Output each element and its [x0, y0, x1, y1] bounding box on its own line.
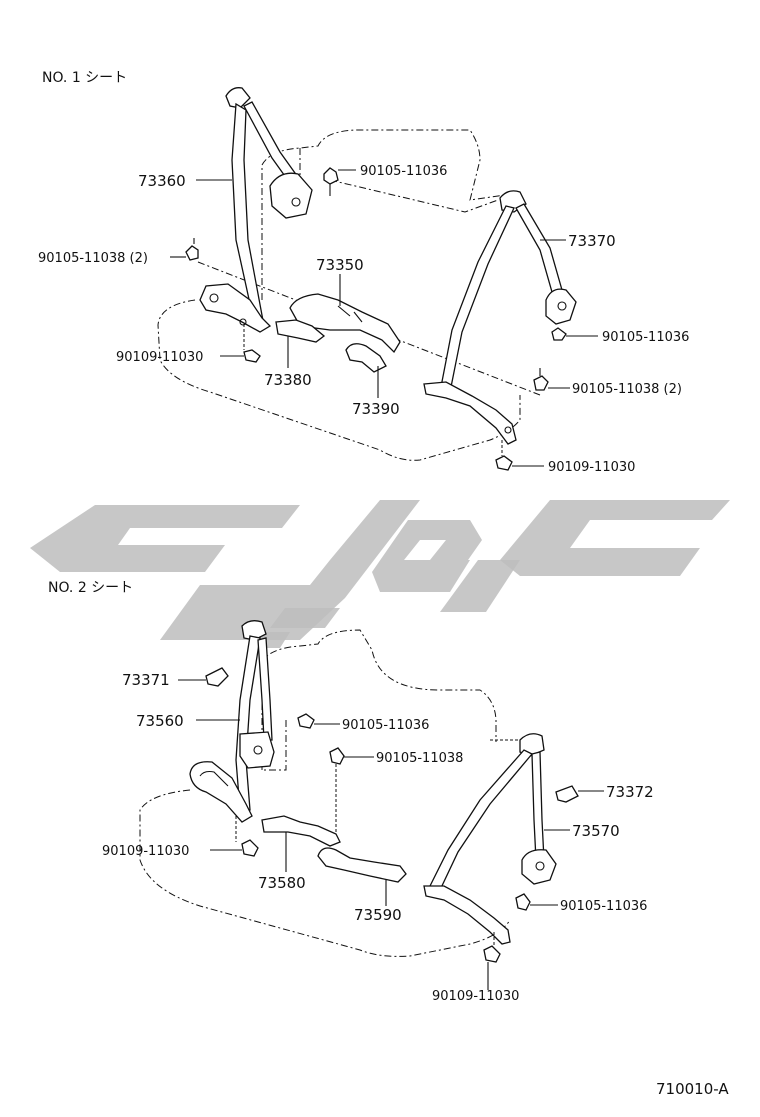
callout-90105-11036-c: 90105-11036 [342, 718, 429, 733]
seat2-center-buckles [261, 815, 407, 883]
callout-73350: 73350 [316, 256, 364, 274]
callout-90109-11030-a: 90109-11030 [116, 350, 203, 365]
seat1-belt-right [423, 190, 577, 445]
callout-90105-11038: 90105-11038 [376, 751, 463, 766]
watermark-logo [30, 500, 730, 648]
callout-90109-11030-b: 90109-11030 [548, 460, 635, 475]
callout-73570: 73570 [572, 822, 620, 840]
seat1-callouts: 73360 90105-11036 73370 90105-11038 (2) … [38, 164, 689, 475]
seat1-leaders [170, 169, 598, 467]
callout-90105-11036-b: 90105-11036 [602, 330, 689, 345]
callout-73560: 73560 [136, 712, 184, 730]
callout-73380: 73380 [264, 371, 312, 389]
seat1-belt-left [199, 87, 313, 333]
callout-73371: 73371 [122, 671, 170, 689]
callout-90105-11038-2b: 90105-11038 (2) [572, 382, 682, 397]
seat2-bolts [235, 713, 531, 963]
callout-90105-11036-a: 90105-11036 [360, 164, 447, 179]
callout-73372: 73372 [606, 783, 654, 801]
section-title-no2: NO. 2 シート [48, 580, 133, 596]
diagram-code: 710010-A [656, 1080, 729, 1098]
seat2-callouts: 73371 73560 90105-11036 90105-11038 7337… [102, 671, 654, 1004]
callout-73370: 73370 [568, 232, 616, 250]
seat2-outline [139, 629, 520, 957]
seat2-belt-right [423, 733, 579, 945]
seat1-center-buckles [275, 293, 401, 373]
seat2-belt-left [189, 620, 275, 823]
callout-73590: 73590 [354, 906, 402, 924]
callout-73390: 73390 [352, 400, 400, 418]
callout-73580: 73580 [258, 874, 306, 892]
callout-90109-11030-c: 90109-11030 [102, 844, 189, 859]
callout-90109-11030-d: 90109-11030 [432, 989, 519, 1004]
callout-73360: 73360 [138, 172, 186, 190]
callout-90105-11036-d: 90105-11036 [560, 899, 647, 914]
callout-90105-11038-2: 90105-11038 (2) [38, 251, 148, 266]
seat1-bolts [185, 167, 567, 471]
section-title-no1: NO. 1 シート [42, 70, 127, 86]
seat2-leaders [178, 679, 604, 990]
